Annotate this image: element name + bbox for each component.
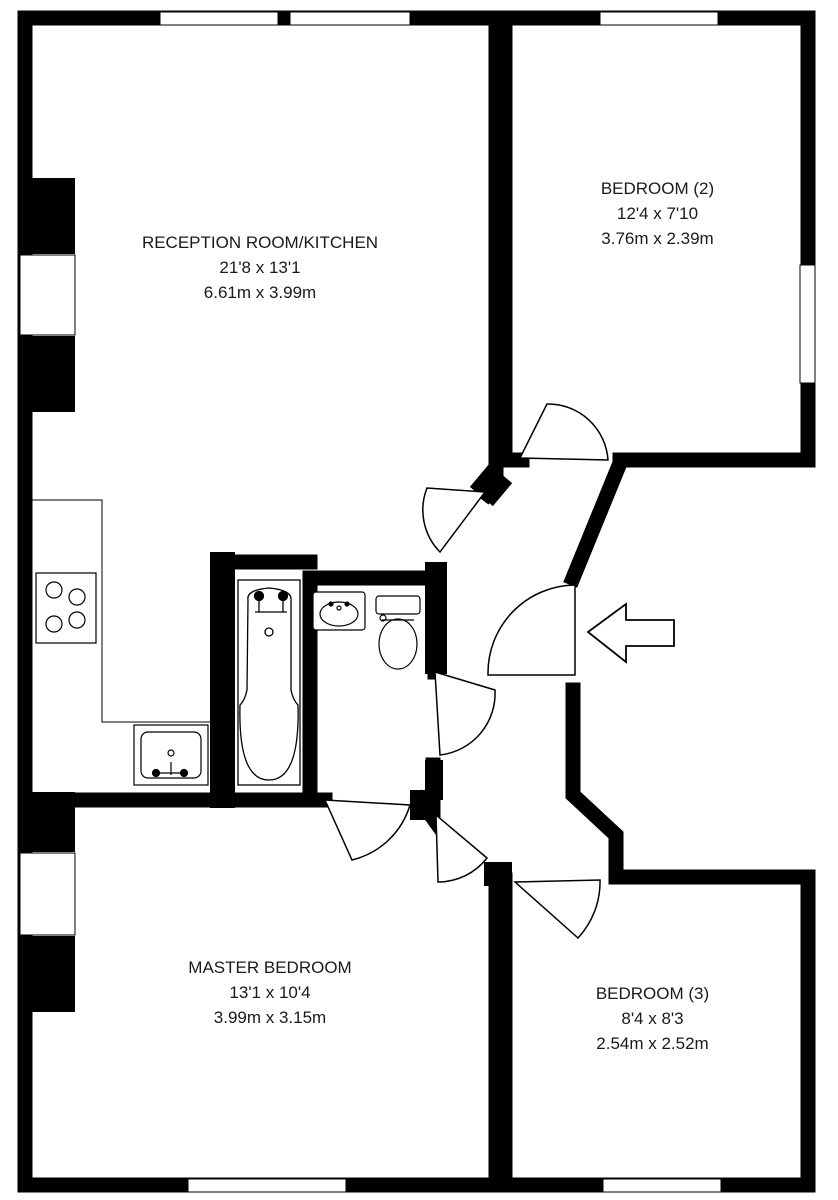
door-entrance (487, 584, 576, 676)
window-bedroom2-right (799, 264, 816, 384)
room-metric-size: 2.54m x 2.52m (596, 1034, 709, 1053)
wall-bedroom2-inner (497, 10, 530, 468)
bath-icon (237, 579, 301, 786)
wall-blocks (18, 178, 513, 1012)
window-master-left (19, 852, 76, 936)
room-imperial-size: 8'4 x 8'3 (621, 1009, 684, 1028)
kitchen-sink-icon (133, 724, 209, 786)
toilet-icon (375, 595, 421, 670)
room-name: MASTER BEDROOM (188, 958, 352, 977)
room-metric-size: 3.99m x 3.15m (213, 1008, 327, 1027)
room-label-reception: RECEPTION ROOM/KITCHEN 21'8 x 13'1 6.61m… (95, 230, 425, 305)
door-reception (422, 487, 487, 554)
room-label-master: MASTER BEDROOM 13'1 x 10'4 3.99m x 3.15m (140, 955, 400, 1030)
window-reception-top-1 (159, 11, 279, 26)
window-master-bottom (187, 1178, 347, 1193)
door-bedroom2 (518, 403, 609, 461)
room-label-bedroom2: BEDROOM (2) 12'4 x 7'10 3.76m x 2.39m (535, 176, 780, 251)
room-imperial-size: 21'8 x 13'1 (219, 258, 301, 277)
window-reception-left (19, 254, 76, 336)
door-bedroom3 (513, 879, 601, 940)
door-bathroom (434, 670, 496, 756)
room-name: BEDROOM (2) (600, 179, 715, 198)
window-reception-top-2 (289, 11, 411, 26)
doors (323, 403, 609, 940)
room-name: BEDROOM (3) (595, 984, 710, 1003)
wall-hall-right-lower (565, 682, 624, 876)
wall-reception-bedroom2 (476, 10, 504, 505)
window-bedroom2-top (599, 11, 719, 26)
windows (19, 11, 816, 1193)
room-metric-size: 3.76m x 2.39m (601, 229, 714, 248)
wall-hall-right-upper (563, 453, 630, 588)
door-hall-wc (435, 813, 489, 883)
room-name: RECEPTION ROOM/KITCHEN (141, 233, 379, 252)
kitchen-counter (32, 499, 210, 723)
room-label-bedroom3: BEDROOM (3) 8'4 x 8'3 2.54m x 2.52m (540, 981, 765, 1056)
door-master (323, 799, 411, 861)
basin-icon (312, 591, 366, 631)
room-imperial-size: 13'1 x 10'4 (229, 983, 311, 1002)
room-imperial-size: 12'4 x 7'10 (616, 204, 699, 223)
hob-icon (35, 572, 97, 644)
outer-wall-bedroom3 (497, 869, 816, 1193)
window-bedroom3-bottom (602, 1178, 722, 1193)
entrance-arrow-icon (586, 602, 675, 664)
room-metric-size: 6.61m x 3.99m (203, 283, 317, 302)
